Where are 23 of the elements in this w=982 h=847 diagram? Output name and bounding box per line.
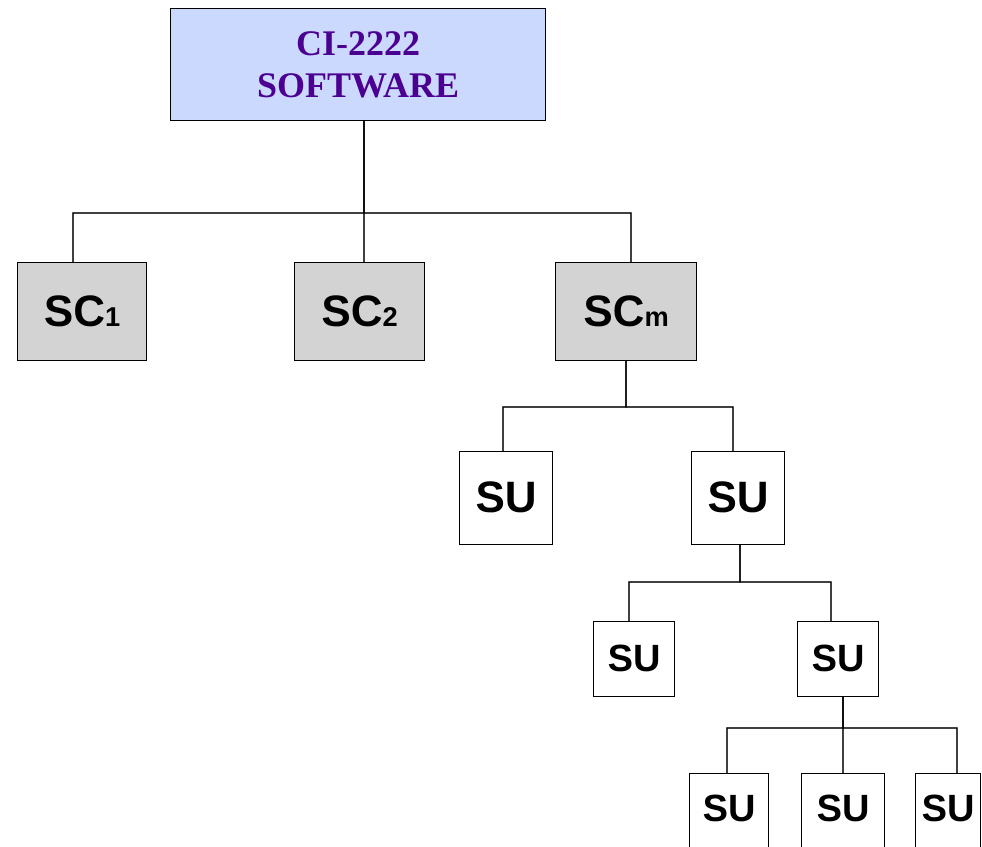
- component-box: [797, 621, 879, 697]
- component-box: [801, 773, 885, 847]
- node-label: SU: [707, 476, 769, 520]
- component-box: [294, 262, 425, 361]
- title-box: [170, 8, 546, 121]
- connector-line: [625, 361, 734, 451]
- component-box: [593, 621, 675, 697]
- component-box: [555, 262, 697, 361]
- component-box: [691, 451, 785, 545]
- node-label: SU: [812, 640, 864, 678]
- connector-line: [739, 545, 832, 621]
- component-box: [17, 262, 147, 361]
- connector-line: [842, 697, 958, 773]
- node-label: CI-2222 SOFTWARE: [256, 23, 460, 106]
- node-label: SU: [608, 640, 660, 678]
- node-label: SU: [702, 790, 756, 828]
- connector-line: [363, 121, 632, 262]
- component-box: [459, 451, 553, 545]
- component-box: [915, 773, 981, 847]
- node-label: SU: [475, 476, 537, 520]
- node-label: SU: [922, 790, 974, 828]
- component-box: [689, 773, 769, 847]
- node-label: SU: [816, 790, 870, 828]
